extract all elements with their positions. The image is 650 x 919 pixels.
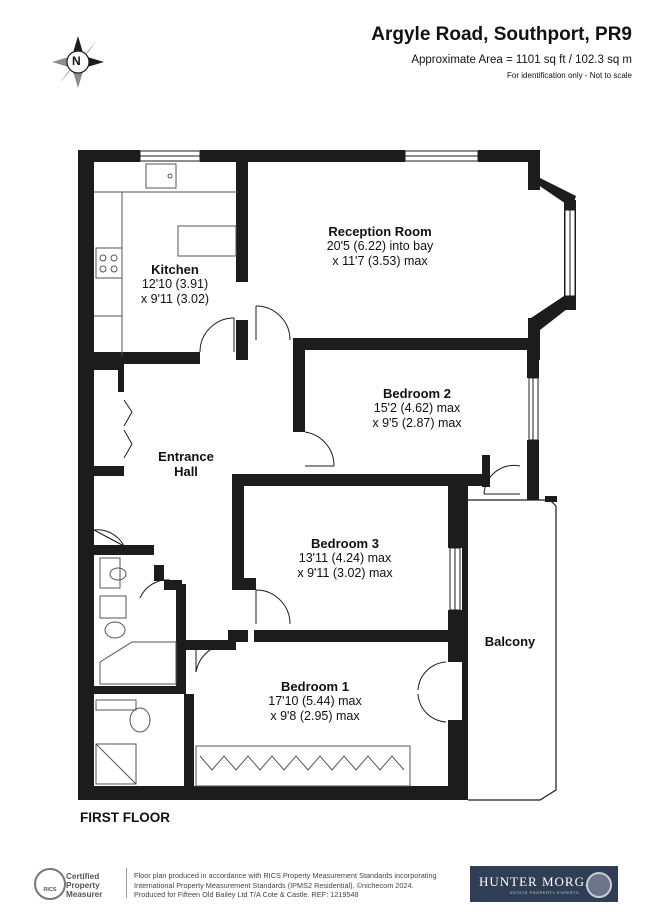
- room-name: Bedroom 2: [383, 386, 451, 401]
- page-title: Argyle Road, Southport, PR9: [371, 24, 632, 45]
- rics-line: Property: [66, 881, 100, 891]
- agent-seal-icon: [586, 872, 612, 898]
- rics-line: Certified: [66, 872, 100, 881]
- room-name: Bedroom 1: [281, 679, 349, 694]
- rics-logo: RICS: [34, 868, 66, 900]
- rics-certified-text: Certified Property Measurer: [66, 872, 102, 900]
- wardrobe: [195, 745, 411, 787]
- room-dim: x 11'7 (3.53) max: [332, 254, 428, 268]
- room-name: Reception Room: [328, 224, 432, 239]
- room-dim: 15'2 (4.62) max: [373, 401, 461, 415]
- room-bedroom-2: Bedroom 2 15'2 (4.62) max x 9'5 (2.87) m…: [342, 386, 492, 431]
- room-name: Kitchen: [151, 262, 199, 277]
- room-bedroom-3: Bedroom 3 13'11 (4.24) max x 9'11 (3.02)…: [270, 536, 420, 581]
- rics-line: Measurer: [66, 890, 103, 900]
- room-bedroom-1: Bedroom 1 17'10 (5.44) max x 9'8 (2.95) …: [240, 679, 390, 724]
- agent-name: HUNTER MORGAN: [479, 874, 606, 889]
- footer-line: Floor plan produced in accordance with R…: [134, 871, 437, 880]
- room-name: Balcony: [484, 634, 536, 649]
- room-dim: 13'11 (4.24) max: [298, 551, 392, 565]
- kitchen-fittings: [94, 163, 238, 356]
- room-dim: 12'10 (3.91): [141, 277, 209, 291]
- rics-badge-text: RICS: [43, 887, 57, 893]
- room-name: Bedroom 3: [311, 536, 379, 551]
- balcony-outline: [468, 499, 557, 801]
- disclaimer-text: For identification only - Not to scale: [507, 71, 632, 80]
- footer-divider: [126, 868, 127, 898]
- room-dim: x 9'5 (2.87) max: [372, 416, 462, 430]
- room-entrance-hall: Entrance Hall: [146, 449, 226, 479]
- room-dim: x 9'8 (2.95) max: [270, 709, 360, 723]
- room-dim: 17'10 (5.44) max: [268, 694, 362, 708]
- room-dim: 20'5 (6.22) into bay: [326, 239, 434, 253]
- windows: [139, 150, 576, 611]
- agent-subtitle: ESTATE PROPERTY EXPERTS: [510, 890, 580, 895]
- room-reception: Reception Room 20'5 (6.22) into bay x 11…: [300, 224, 460, 269]
- room-kitchen: Kitchen 12'10 (3.91) x 9'11 (3.02): [130, 262, 220, 307]
- room-name: Entrance: [158, 449, 214, 464]
- compass-icon: [52, 36, 104, 88]
- doors: [93, 305, 521, 723]
- bathroom-fittings: [95, 557, 177, 785]
- footer-line: Produced for Fifteen Old Bailey Ltd T/A …: [134, 890, 359, 900]
- compass-label: N: [72, 54, 81, 68]
- room-balcony: Balcony: [474, 634, 546, 649]
- room-dim: x 9'11 (3.02) max: [297, 566, 393, 580]
- room-name: Hall: [174, 464, 198, 479]
- footer-notes: Floor plan produced in accordance with R…: [134, 871, 437, 900]
- walls: [78, 150, 576, 800]
- floor-label: FIRST FLOOR: [80, 810, 170, 825]
- footer-line: International Property Measurement Stand…: [134, 880, 414, 890]
- area-text: Approximate Area = 1101 sq ft / 102.3 sq…: [411, 54, 632, 66]
- room-dim: x 9'11 (3.02): [140, 292, 210, 306]
- agent-logo: HUNTER MORGAN ESTATE PROPERTY EXPERTS: [470, 866, 618, 902]
